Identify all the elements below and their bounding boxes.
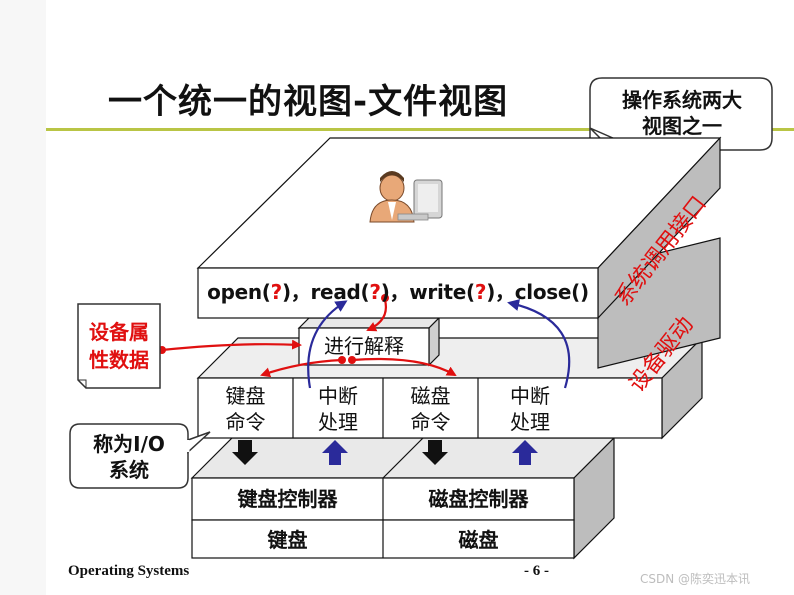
- callout-top-line2: 视图之一: [642, 114, 722, 138]
- syscall-read: )，read(: [281, 280, 370, 304]
- device-attr-callout: [77, 303, 161, 389]
- io-system-callout: [69, 423, 211, 489]
- kbd-cmd-line2: 命令: [225, 410, 266, 434]
- split-dot-2: [348, 356, 356, 364]
- attr-callout-line2: 性数据: [89, 348, 149, 372]
- callout-top-line1: 操作系统两大: [622, 88, 742, 112]
- int1-line1: 中断: [318, 384, 358, 408]
- interrupt-up-arrows: [322, 440, 538, 465]
- footer-page-number: - 6 -: [524, 563, 549, 579]
- io-callout-line2: 系统: [109, 458, 149, 482]
- attr-callout-line1: 设备属: [89, 320, 149, 344]
- syscall-close: )，close(): [486, 280, 589, 304]
- kbd-int-arrow: [322, 440, 348, 465]
- disk-cmd-arrow: [422, 440, 448, 465]
- syscall-write: )，write(: [380, 280, 476, 304]
- interpret-to-kbd-arrow: [260, 358, 343, 378]
- split-dot-1: [338, 356, 346, 364]
- int1-line2: 处理: [318, 410, 358, 434]
- left-margin-strip: [0, 0, 46, 595]
- kbd-device-label: 键盘: [267, 528, 308, 552]
- slide-title: 一个统一的视图-文件视图: [108, 82, 509, 122]
- disk-controller-label: 磁盘控制器: [428, 487, 529, 511]
- read-dot: [381, 294, 389, 302]
- user-computer-icon: [369, 171, 443, 223]
- command-down-arrows: [232, 440, 448, 465]
- kbd-controller-label: 键盘控制器: [237, 487, 338, 511]
- interpret-label: 进行解释: [324, 334, 404, 358]
- blue-arrows: [307, 299, 571, 389]
- syscall-q1: ?: [270, 280, 283, 304]
- kbd-cmd-arrow: [232, 440, 258, 465]
- disk-cmd-line1: 磁盘: [410, 384, 451, 408]
- io-callout-line1: 称为I/O: [93, 432, 165, 456]
- int2-line2: 处理: [510, 410, 550, 434]
- title-underline: [46, 128, 794, 131]
- kbd-cmd-line1: 键盘: [225, 384, 266, 408]
- footer-course: Operating Systems: [68, 563, 190, 579]
- interpret-to-disk-arrow: [351, 357, 457, 376]
- syscall-q3: ?: [474, 280, 487, 304]
- syscall-q2: ?: [369, 280, 381, 304]
- syscall-open: open(: [207, 280, 271, 304]
- red-arrows: [161, 299, 457, 378]
- disk-device-label: 磁盘: [458, 528, 499, 552]
- int2-line1: 中断: [510, 384, 550, 408]
- int2-to-close-arrow: [507, 299, 571, 389]
- read-to-interpret-arrow: [366, 299, 387, 332]
- disk-cmd-line2: 命令: [410, 410, 451, 434]
- attr-to-interpret-arrow: [161, 339, 302, 352]
- watermark: CSDN @陈奕迅本讯: [640, 572, 751, 586]
- int1-to-read-arrow: [307, 300, 348, 389]
- disk-int-arrow: [512, 440, 538, 465]
- syscall-line: open(?)，read(?)，write(?)，close(): [198, 280, 598, 305]
